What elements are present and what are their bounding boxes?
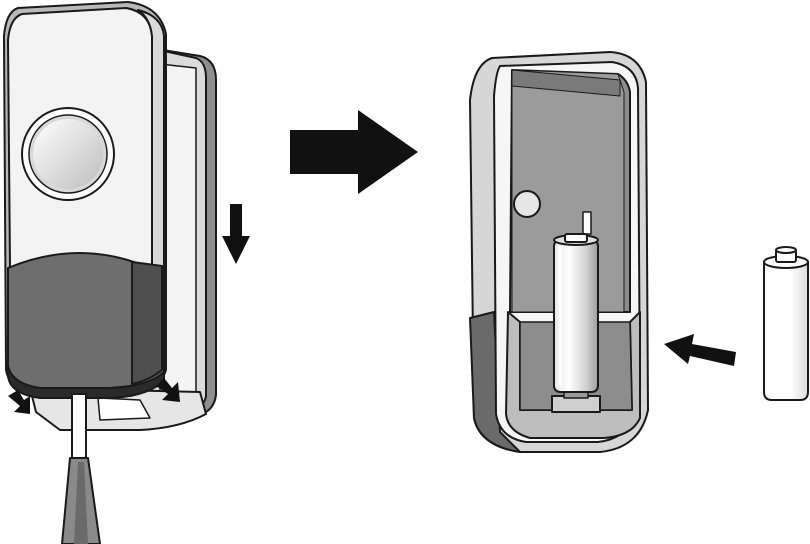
arrow-down-icon [222, 204, 250, 264]
screwdriver-icon [61, 393, 101, 544]
pry-arrow-icon [8, 378, 180, 414]
big-arrow-right-icon [290, 110, 418, 194]
battery-icon [763, 246, 809, 401]
doorbell-push-button-icon [3, 1, 217, 431]
arrow-left-icon [664, 334, 736, 366]
open-housing-icon [469, 51, 649, 453]
